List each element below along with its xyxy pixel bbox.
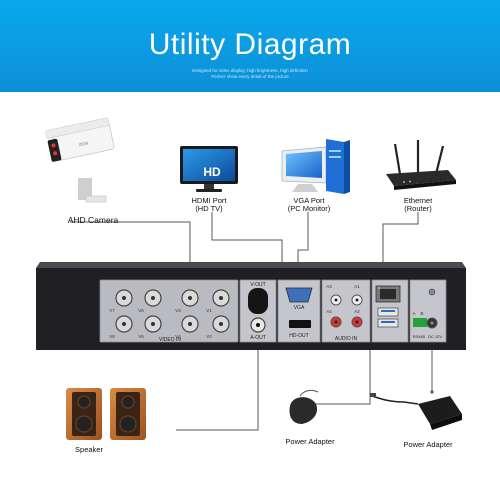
banner-subtitle-2: Perfect show every detail of the picture — [211, 74, 289, 79]
power-line-end — [430, 390, 434, 394]
speaker-line — [176, 330, 259, 431]
bnc-connectors — [115, 289, 230, 333]
bnc-centers — [122, 296, 223, 326]
rs485-b-label: B — [420, 311, 424, 316]
power-adapter-icon — [370, 393, 462, 430]
hdmi-port-label-line1: HDMI Port — [191, 196, 227, 205]
vga-port-label-line1: VGA Port — [293, 196, 325, 205]
title-banner: Utility Diagram Designed for video displ… — [0, 0, 500, 92]
bnc-label-v4: V4 — [175, 334, 181, 339]
power-adapter-label: Power Adapter — [403, 440, 453, 449]
bnc-label-v6: V6 — [138, 334, 144, 339]
pc-monitor-icon — [281, 139, 350, 194]
ahd-camera-label: AHD Camera — [67, 215, 119, 225]
audio-in-label: AUDIO IN — [334, 336, 358, 342]
mouse-icon — [289, 389, 319, 424]
banner-subtitle-1: Designed for video display, high brightn… — [192, 68, 308, 73]
audio-label-a3: A3 — [326, 284, 332, 289]
rs485-a-label: A — [412, 311, 416, 316]
audio-label-a2: A2 — [354, 309, 360, 314]
bnc-label-v2: V2 — [206, 334, 212, 339]
vga-port-label-line2: (PC Monitor) — [287, 204, 331, 213]
bnc-label-v5: V5 — [138, 308, 144, 313]
audio-rca-ports — [330, 294, 363, 328]
audio-label-a1: A1 — [354, 284, 360, 289]
vga-hdmi-ports — [285, 287, 313, 328]
v-out-label: V-OUT — [250, 282, 266, 288]
bnc-label-v1: V1 — [206, 308, 212, 313]
bnc-label-v7: V7 — [109, 308, 115, 313]
a-out-label: A-OUT — [250, 335, 266, 341]
vga-label: VGA — [293, 305, 305, 311]
rs485-label: RS485 — [412, 334, 426, 339]
ahd-camera-icon: ZOSI — [45, 117, 115, 203]
bnc-label-v8: V8 — [109, 334, 115, 339]
banner-title: Utility Diagram — [148, 28, 352, 61]
ethernet-label-line1: Ethernet — [403, 196, 433, 205]
router-icon — [386, 140, 456, 190]
svg-text:ZOSI: ZOSI — [78, 140, 88, 147]
bnc-label-v3: V3 — [175, 308, 181, 313]
video-audio-out-ports — [248, 288, 268, 333]
mouse-label: Power Adapter — [285, 437, 335, 446]
hd-tv-icon — [180, 146, 238, 192]
speaker-icon — [66, 388, 146, 440]
video-in-label: VIDEO IN — [159, 337, 181, 343]
hd-out-label: HD-OUT — [289, 333, 309, 339]
ethernet-line — [382, 212, 419, 286]
speaker-label: Speaker — [75, 445, 103, 454]
rs485-dc-ports — [413, 288, 438, 329]
hdmi-port-label-line2: (HD TV) — [195, 204, 223, 213]
dc12v-label: DC 12V — [427, 334, 442, 339]
audio-label-a4: A4 — [326, 309, 332, 314]
tv-screen-hd-text: HD — [203, 165, 221, 179]
ethernet-usb-ports — [375, 285, 401, 328]
ethernet-label-line2: (Router) — [404, 204, 432, 213]
